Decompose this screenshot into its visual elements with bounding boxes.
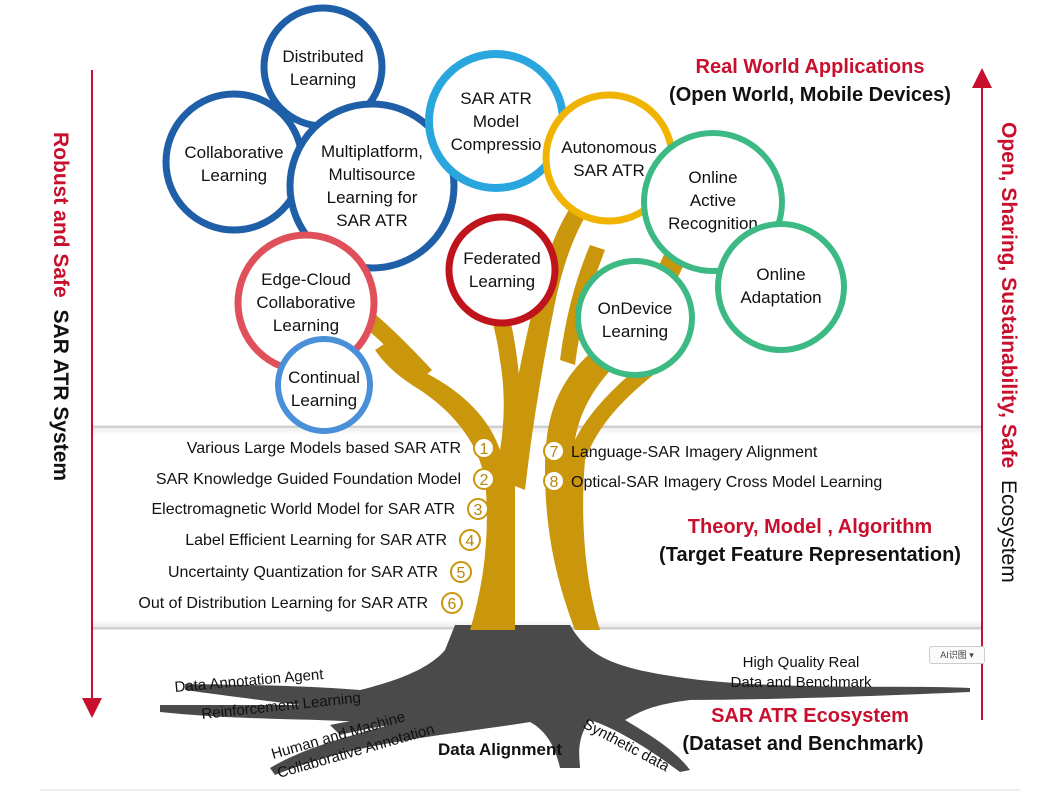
bubble-multiplatform: Multiplatform, Multisource Learning for …	[286, 100, 458, 272]
bubble-line: OnDevice	[598, 299, 673, 318]
list-item-number: 5	[457, 565, 466, 582]
bubble-line: Recognition	[668, 214, 758, 233]
bubble-autonomous: Autonomous SAR ATR	[542, 91, 676, 225]
bubble-line: Learning	[273, 316, 339, 335]
bubble-line: SAR ATR	[336, 211, 407, 230]
applications-subtitle: (Open World, Mobile Devices)	[669, 84, 951, 106]
bubble-line: Learning	[201, 166, 267, 185]
bubble-line: Model	[473, 112, 519, 131]
bubble-line: Learning	[290, 70, 356, 89]
list-item-number: 6	[448, 596, 457, 613]
ecosystem-title: SAR ATR Ecosystem	[711, 705, 909, 727]
roots	[160, 625, 970, 775]
bubble-line: Learning	[469, 272, 535, 291]
list-item-number: 8	[550, 474, 559, 491]
list-item-label: Label Efficient Learning for SAR ATR	[185, 532, 447, 549]
theory-list-right: 7 Language-SAR Imagery Alignment 8 Optic…	[543, 440, 882, 492]
bubble-line: Distributed	[282, 47, 363, 66]
bubble-line: Adaptation	[740, 288, 821, 307]
root-label-high-quality-1: High Quality Real	[743, 654, 860, 671]
list-item: SAR Knowledge Guided Foundation Model 2	[156, 468, 495, 490]
bubble-line: Learning	[291, 391, 357, 410]
bubble-ondevice-learning: OnDevice Learning	[575, 258, 695, 378]
list-item-label: Out of Distribution Learning for SAR ATR	[138, 595, 428, 612]
list-item: Uncertainty Quantization for SAR ATR 5	[168, 561, 472, 583]
bubble-collaborative-learning: Collaborative Learning	[162, 90, 306, 234]
list-item-number: 2	[480, 472, 489, 489]
bubble-line: SAR ATR	[460, 89, 531, 108]
list-item: Label Efficient Learning for SAR ATR 4	[185, 529, 481, 551]
list-item: Electromagnetic World Model for SAR ATR …	[151, 498, 489, 520]
ai-recognize-label: AI识图	[940, 650, 967, 660]
list-item-number: 4	[466, 533, 475, 550]
ai-recognize-button[interactable]: AI识图 ▾	[929, 646, 985, 664]
list-item: Out of Distribution Learning for SAR ATR…	[138, 592, 463, 614]
root-label-high-quality-2: Data and Benchmark	[731, 674, 872, 691]
left-title-black: SAR ATR System	[49, 310, 72, 482]
left-title-red: Robust and Safe	[49, 132, 72, 298]
list-item-label: Language-SAR Imagery Alignment	[571, 444, 818, 461]
list-item-label: Various Large Models based SAR ATR	[187, 440, 461, 457]
theory-subtitle: (Target Feature Representation)	[659, 544, 961, 566]
bubble-line: Edge-Cloud	[261, 270, 351, 289]
bubble-line: Collaborative	[184, 143, 283, 162]
theory-list-left: Various Large Models based SAR ATR 1 SAR…	[138, 437, 495, 614]
bubble-line: Online	[688, 168, 737, 187]
bubble-line: Compressio	[451, 135, 542, 154]
bubble-continual-learning: Continual Learning	[275, 336, 373, 434]
bubble-line: Federated	[463, 249, 541, 268]
list-item: Various Large Models based SAR ATR 1	[187, 437, 495, 459]
bubble-line: Collaborative	[256, 293, 355, 312]
list-item-label: Optical-SAR Imagery Cross Model Learning	[571, 474, 882, 491]
bubble-line: Active	[690, 191, 736, 210]
bubble-line: Continual	[288, 368, 360, 387]
list-item-number: 1	[480, 441, 489, 458]
bubble-line: SAR ATR	[573, 161, 644, 180]
left-side-title: Robust and Safe SAR ATR System	[49, 132, 72, 481]
list-item-label: Electromagnetic World Model for SAR ATR	[151, 501, 455, 518]
list-item: 8 Optical-SAR Imagery Cross Model Learni…	[543, 470, 882, 492]
bubble-federated-learning: Federated Learning	[445, 213, 559, 327]
bubble-model-compression: SAR ATR Model Compressio	[425, 50, 567, 192]
list-item-label: Uncertainty Quantization for SAR ATR	[168, 564, 438, 581]
list-item-number: 3	[474, 502, 483, 519]
list-item-number: 7	[550, 444, 559, 461]
bubble-line: Autonomous	[561, 138, 656, 157]
right-title-red: Open, Sharing, Sustainability, Safe	[997, 122, 1020, 468]
bubble-online-adaptation: Online Adaptation	[715, 221, 847, 353]
root-label-data-alignment: Data Alignment	[438, 740, 562, 759]
bubble-line: Online	[756, 265, 805, 284]
applications-title: Real World Applications	[696, 56, 925, 78]
right-side-title: Open, Sharing, Sustainability, Safe Ecos…	[997, 122, 1020, 583]
bubble-line: Learning for	[327, 188, 418, 207]
bubble-line: Multiplatform,	[321, 142, 423, 161]
theory-title: Theory, Model , Algorithm	[688, 516, 932, 538]
bubble-line: Multisource	[329, 165, 416, 184]
chevron-down-icon: ▾	[969, 650, 974, 660]
ecosystem-subtitle: (Dataset and Benchmark)	[682, 733, 923, 755]
list-item: 7 Language-SAR Imagery Alignment	[543, 440, 818, 462]
theory-band	[92, 425, 982, 630]
bubble-line: Learning	[602, 322, 668, 341]
right-title-black: Ecosystem	[997, 480, 1020, 583]
list-item-label: SAR Knowledge Guided Foundation Model	[156, 471, 461, 488]
